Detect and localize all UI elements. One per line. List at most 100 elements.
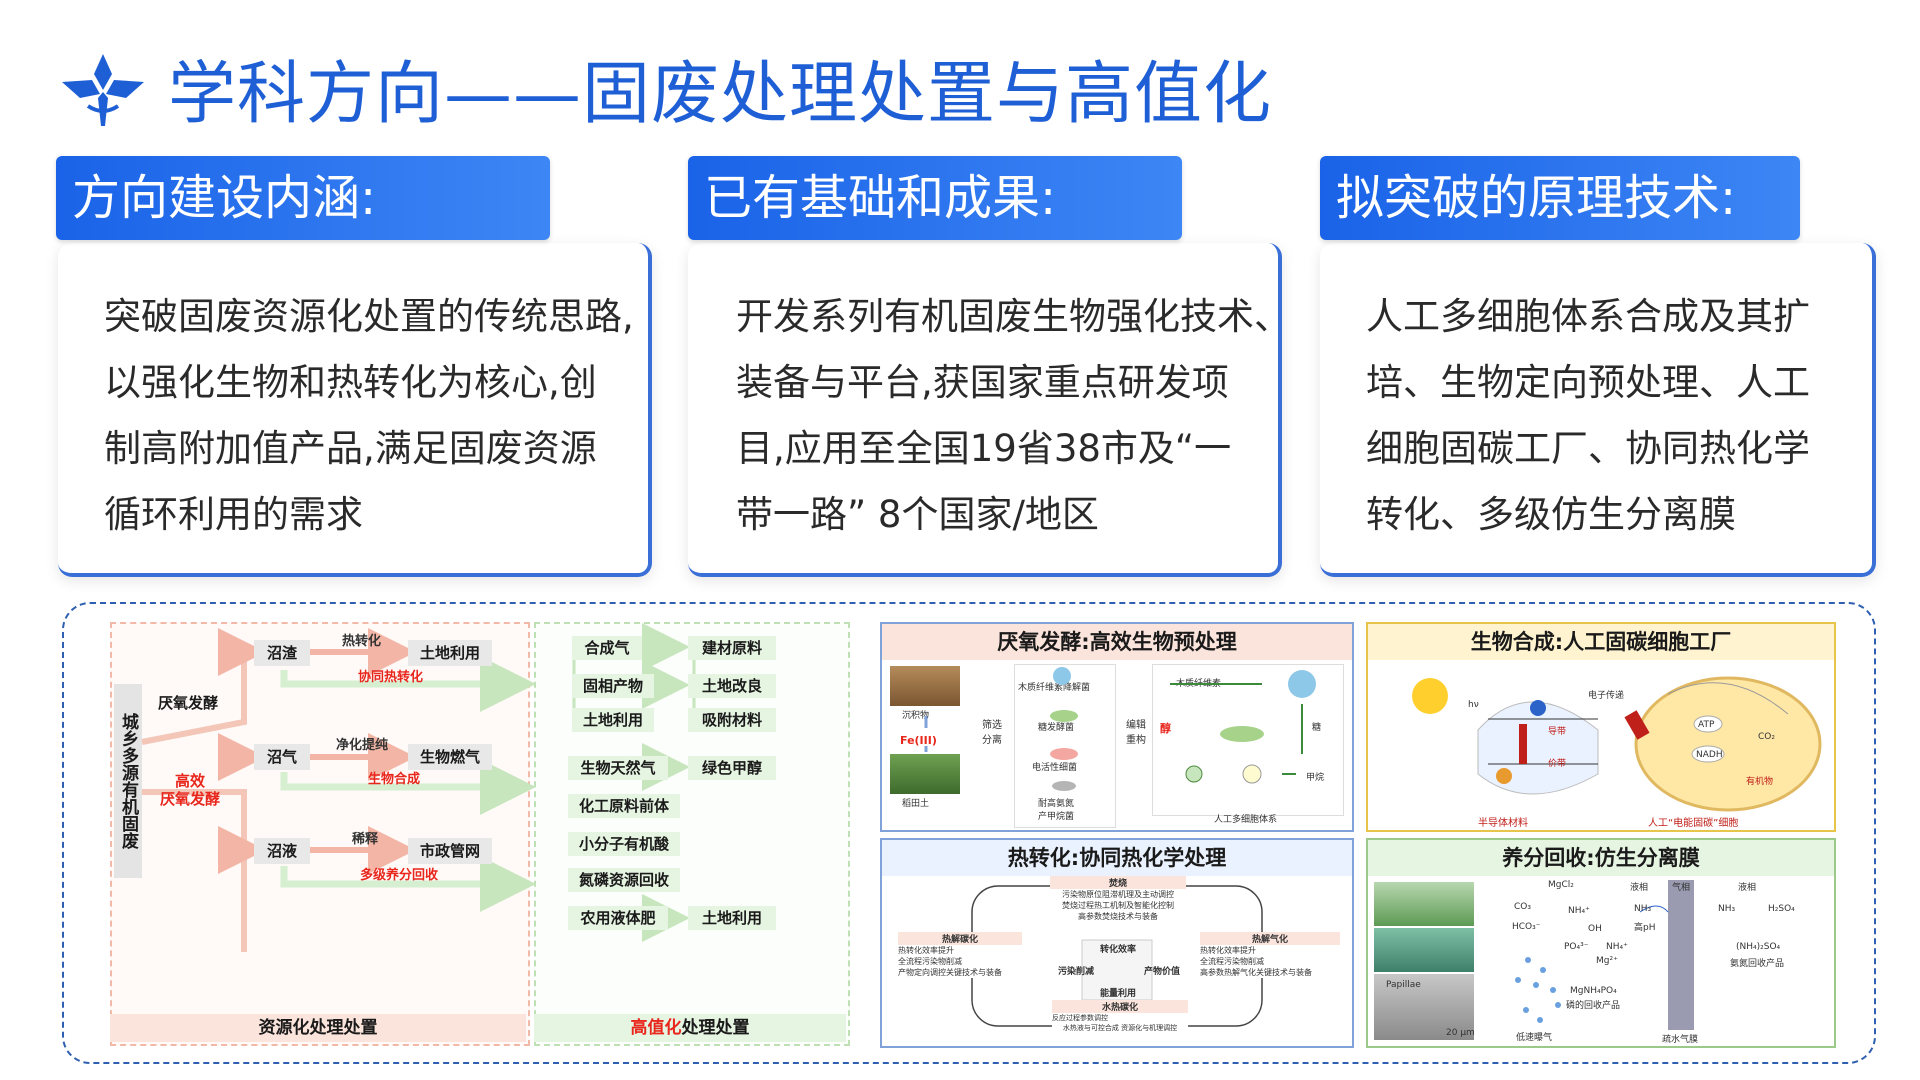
product-land: 土地利用 bbox=[572, 708, 654, 732]
label-edit: 编辑 重构 bbox=[1126, 720, 1146, 746]
label-multicell: 人工多细胞体系 bbox=[1214, 815, 1278, 825]
label-pollution: 污染削减 bbox=[1058, 967, 1095, 977]
panel-heading-foundation: 已有基础和成果: bbox=[688, 156, 1182, 240]
label-sediment: 沉积物 bbox=[902, 711, 930, 721]
label-co2: CO₂ bbox=[1758, 732, 1775, 742]
panel-box-foundation bbox=[688, 243, 1282, 577]
label-electro-bacteria: 电活性细菌 bbox=[1032, 763, 1078, 773]
use-sewer: 市政管网 bbox=[408, 838, 492, 864]
label-nh3a: NH₃ bbox=[1634, 904, 1652, 914]
label-aeration: 低速曝气 bbox=[1516, 1033, 1553, 1043]
label-papillae: Papillae bbox=[1386, 980, 1421, 990]
paddy-image bbox=[890, 754, 960, 794]
product-adsorbent: 吸附材料 bbox=[688, 708, 776, 732]
label-mgcl2: MgCl₂ bbox=[1548, 880, 1574, 890]
label-methanogen: 耐高氨氮 产甲烷菌 bbox=[1038, 799, 1075, 822]
process-purify: 净化提纯 bbox=[336, 738, 389, 753]
module-membrane: 养分回收:仿生分离膜 Papillae 20 μm MgCl₂ 液相 气相 液相… bbox=[1366, 838, 1836, 1048]
label-lignin-bacteria: 木质纤维素降解菌 bbox=[1018, 683, 1091, 693]
label-nh4b: NH₄⁺ bbox=[1606, 942, 1628, 952]
label-ammonia-product: 氨氮回收产品 bbox=[1730, 959, 1785, 969]
module-membrane-title: 养分回收:仿生分离膜 bbox=[1368, 840, 1834, 876]
membrane-graphic bbox=[1515, 880, 1694, 1030]
microbe-graphics bbox=[924, 667, 1316, 791]
product-land-2: 土地利用 bbox=[688, 906, 776, 930]
panel-text-breakthrough: 人工多细胞体系合成及其扩 培、生物定向预处理、人工 细胞固碳工厂、协同热化学 转… bbox=[1366, 295, 1810, 536]
thermal-gasification: 热解气化 热转化效率提升 全流程污染物削减 高参数热解气化关键技术与装备 bbox=[1200, 932, 1340, 978]
bottom-dashed-frame bbox=[62, 602, 1876, 1064]
label-ammonium-sulfate: (NH₄)₂SO₄ bbox=[1736, 942, 1781, 952]
label-po4: PO₄³⁻ bbox=[1564, 942, 1589, 952]
page-title: 学科方向——固废处理处置与高值化 bbox=[168, 55, 1273, 134]
label-mg: Mg²⁺ bbox=[1596, 956, 1618, 966]
panel-heading-breakthrough: 拟突破的原理技术: bbox=[1320, 156, 1800, 240]
sediment-image bbox=[890, 666, 960, 706]
label-nh3b: NH₃ bbox=[1718, 904, 1736, 914]
flow-left-section bbox=[110, 622, 530, 1046]
use-biofuel: 生物燃气 bbox=[408, 744, 492, 770]
label-hydrophobic: 疏水气膜 bbox=[1662, 1035, 1699, 1045]
label-sugar-bacteria: 糖发酵菌 bbox=[1038, 723, 1075, 733]
panel-box-breakthrough bbox=[1320, 243, 1876, 577]
label-liquid1: 液相 bbox=[1630, 883, 1649, 893]
label-liquid2: 液相 bbox=[1738, 883, 1757, 893]
lotus-image bbox=[1374, 882, 1474, 926]
process-thermal: 热转化 bbox=[342, 634, 382, 649]
label-hv: hν bbox=[1468, 700, 1479, 710]
process-dilute: 稀释 bbox=[352, 832, 379, 847]
university-logo-icon bbox=[62, 54, 144, 126]
panel-heading-direction: 方向建设内涵: bbox=[56, 156, 550, 240]
multicell-panel bbox=[1152, 664, 1344, 816]
label-product-value: 产物价值 bbox=[1144, 967, 1181, 977]
node-digestate: 沼渣 bbox=[254, 640, 310, 666]
label-h2so4: H₂SO₄ bbox=[1768, 904, 1795, 914]
product-rng: 生物天然气 bbox=[568, 756, 668, 780]
flow-source-box: 城乡多源有机固废 bbox=[114, 684, 142, 878]
label-atp: ATP bbox=[1698, 720, 1715, 730]
label-highph: 高pH bbox=[1634, 923, 1656, 933]
label-alcohol: 醇 bbox=[1160, 722, 1171, 735]
module-biosynthesis-title: 生物合成:人工固碳细胞工厂 bbox=[1368, 624, 1834, 660]
label-fe3: Fe(III) bbox=[900, 734, 937, 747]
panel-text-direction: 突破固废资源化处置的传统思路, 以强化生物和热转化为核心,创 制高附加值产品,满… bbox=[104, 295, 634, 536]
product-soil: 土地改良 bbox=[688, 674, 776, 698]
thermal-pyrolysis-carbon: 热解碳化 热转化效率提升 全流程污染物削减 产物定向调控关键技术与装备 bbox=[898, 932, 1022, 978]
label-cb: 导带 bbox=[1548, 727, 1567, 737]
node-liquid: 沼液 bbox=[254, 838, 310, 864]
label-energy: 能量利用 bbox=[1100, 989, 1137, 999]
label-gas: 气相 bbox=[1672, 883, 1691, 893]
red-path-nutrient: 多级养分回收 bbox=[360, 868, 439, 883]
module-anaerobic: 厌氧发酵:高效生物预处理 沉积物 Fe(III) 稻田土 筛选 分离 木质纤维素… bbox=[880, 622, 1354, 832]
panel-text-foundation: 开发系列有机固废生物强化技术、 装备与平台,获国家重点研发项 目,应用至全国19… bbox=[736, 295, 1291, 536]
label-conv-eff: 转化效率 bbox=[1100, 945, 1137, 955]
label-struvite: MgNH₄PO₄ bbox=[1570, 986, 1617, 996]
label-nh4a: NH₄⁺ bbox=[1568, 906, 1590, 916]
node-biogas: 沼气 bbox=[254, 744, 310, 770]
label-vb: 价带 bbox=[1548, 759, 1567, 769]
label-organics: 有机物 bbox=[1746, 777, 1774, 787]
flow-diagram: 资源化处理处置 高值化处理处置 城乡多源有机固废 厌氧发酵 高效 厌氧发酵 沼渣… bbox=[104, 622, 854, 1046]
module-anaerobic-title: 厌氧发酵:高效生物预处理 bbox=[882, 624, 1352, 660]
product-vfa: 小分子有机酸 bbox=[568, 832, 680, 856]
red-path-synthesis: 生物合成 bbox=[368, 772, 421, 787]
label-nadh: NADH bbox=[1696, 750, 1723, 760]
module-thermal: 热转化:协同热化学处理 焚烧 污染物原位阻滞机理及主动调控 焚烧过程热工机制及智… bbox=[880, 838, 1354, 1048]
product-fertilizer: 农用液体肥 bbox=[568, 906, 668, 930]
label-paddy: 稻田土 bbox=[902, 799, 930, 809]
thermal-hydrothermal: 水热碳化 反应过程参数调控 水热液与可控合成 资源化与机理调控 bbox=[1052, 1000, 1188, 1033]
module-biosynthesis: 生物合成:人工固碳细胞工厂 hν 电子传递 导带 价带 ATP NADH CO₂… bbox=[1366, 622, 1836, 832]
label-screen: 筛选 分离 bbox=[982, 720, 1002, 746]
product-chemical: 化工原料前体 bbox=[568, 794, 680, 818]
leaf-image bbox=[1374, 928, 1474, 972]
label-oh: OH bbox=[1588, 924, 1602, 934]
route-anaerobic: 厌氧发酵 bbox=[158, 694, 219, 712]
label-semiconductor: 半导体材料 bbox=[1478, 818, 1528, 829]
papillae-image bbox=[1374, 974, 1474, 1040]
cell-factory-graphic bbox=[1412, 676, 1822, 812]
panel-box-direction bbox=[58, 243, 652, 577]
label-artificial-cell: 人工“电能固碳”细胞 bbox=[1648, 818, 1739, 829]
label-co3: CO₃ bbox=[1514, 902, 1531, 912]
product-methanol: 绿色甲醇 bbox=[688, 756, 776, 780]
route-efficient-anaerobic: 高效 厌氧发酵 bbox=[160, 772, 221, 808]
module-thermal-title: 热转化:协同热化学处理 bbox=[882, 840, 1352, 876]
